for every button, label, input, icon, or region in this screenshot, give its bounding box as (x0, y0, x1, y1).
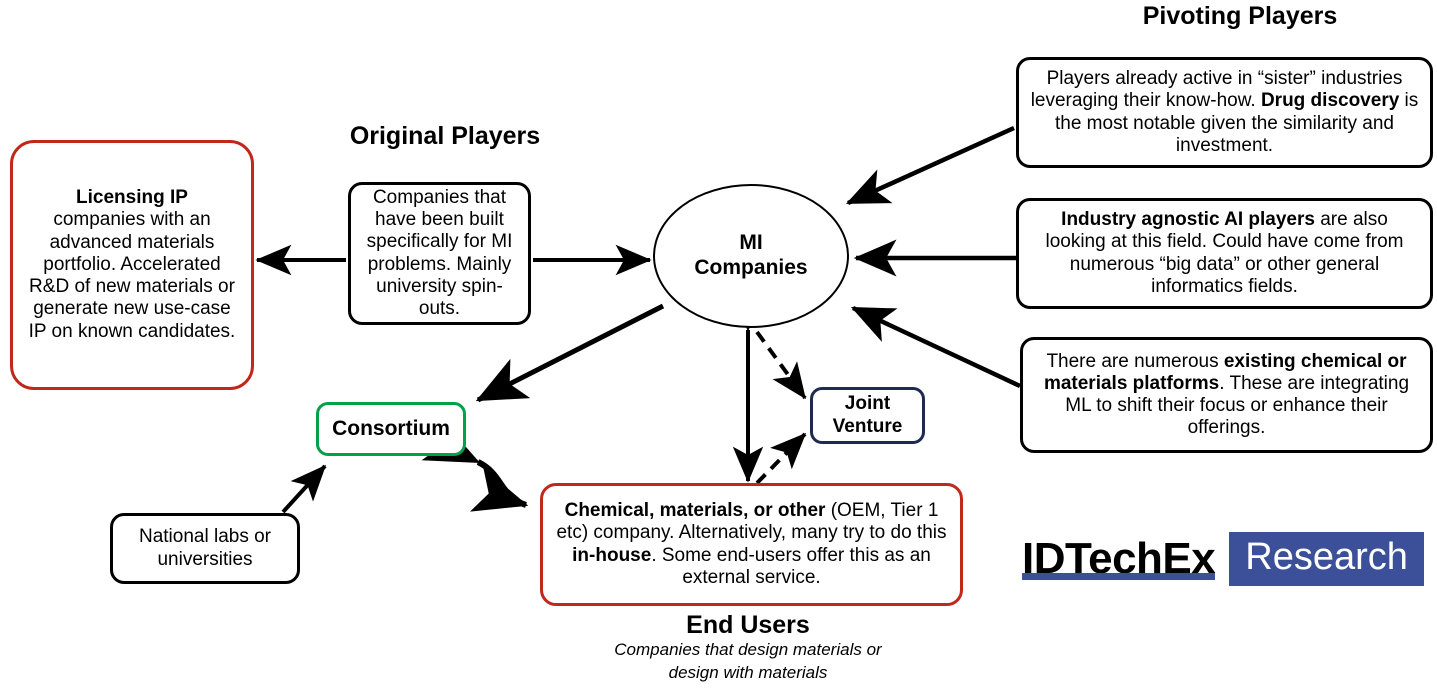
mi-companies-line1: MI (739, 231, 763, 255)
pivot2-text-b: are also looking at this field. Could ha… (1045, 209, 1404, 297)
subtitle-end-users: Companies that design materials or desig… (568, 639, 928, 685)
licensing-ip-title: Licensing IP (76, 187, 188, 209)
arrow-nationallabs-to-consortium (281, 464, 327, 514)
node-joint-venture[interactable]: Joint Venture (810, 387, 925, 444)
heading-end-users: End Users (686, 611, 810, 639)
arrow-mi-to-joint-venture-dashed (755, 330, 807, 400)
original-players-body: Companies that have been built specifica… (366, 186, 513, 319)
logo-underline-bar (1022, 573, 1216, 580)
research-badge-text: Research (1245, 535, 1408, 578)
pivot3-text-c: . These are integrating ML to shift thei… (1065, 372, 1410, 439)
national-labs-line2: universities (157, 548, 253, 570)
node-licensing-ip[interactable]: Licensing IP companies with an advanced … (10, 140, 254, 390)
node-pivot-ai-players[interactable]: Industry agnostic AI players are also lo… (1016, 198, 1433, 309)
endusers-text-d: . Some end-users offer this as an extern… (651, 544, 931, 588)
pivot1-text-c: is the most notable given the similarity… (1054, 90, 1419, 156)
national-labs-line1: National labs or (138, 526, 272, 548)
idtechex-research-logo: IDTechEx Research (1022, 532, 1424, 586)
consortium-label: Consortium (332, 417, 450, 440)
endusers-text-c: in-house (572, 544, 652, 566)
arrow-pivot3-to-mi (850, 305, 1021, 389)
node-consortium[interactable]: Consortium (316, 402, 466, 456)
idtechex-wordmark: IDTechEx (1022, 532, 1229, 586)
pivot2-text-a: Industry agnostic AI players (1061, 209, 1315, 231)
arrow-consortium-endusers-curved (421, 419, 529, 512)
pivot3-text-b: existing chemical or materials platforms (1043, 350, 1407, 394)
heading-original-players: Original Players (349, 122, 541, 150)
licensing-ip-body: companies with an advanced materials por… (28, 209, 236, 342)
mi-companies-line2: Companies (694, 256, 808, 279)
endusers-text-b: (OEM, Tier 1 etc) company. Alternatively… (556, 500, 947, 544)
node-pivot-existing-platforms[interactable]: There are numerous existing chemical or … (1020, 337, 1433, 453)
joint-venture-line1: Joint (844, 393, 891, 415)
node-mi-companies[interactable]: MI Companies (653, 184, 849, 328)
pivot1-text-b: Drug discovery (1260, 90, 1400, 112)
endusers-text-a: Chemical, materials, or other (564, 500, 826, 522)
subtitle-end-users-line1: Companies that design materials or (614, 640, 882, 659)
joint-venture-line2: Venture (832, 415, 903, 437)
node-end-users[interactable]: Chemical, materials, or other (OEM, Tier… (540, 483, 963, 606)
pivot1-text-a: Players already active in “sister” indus… (1030, 68, 1403, 112)
pivot3-text-a: There are numerous (1046, 350, 1224, 372)
node-original-players[interactable]: Companies that have been built specifica… (348, 182, 531, 325)
subtitle-end-users-line2: design with materials (668, 662, 828, 682)
arrow-pivot1-to-mi (845, 125, 1015, 206)
heading-pivoting-players: Pivoting Players (1142, 2, 1338, 30)
node-national-labs[interactable]: National labs or universities (110, 513, 300, 584)
arrow-endusers-to-joint-venture-dashed (755, 432, 807, 485)
research-badge: Research (1229, 532, 1424, 586)
node-pivot-drug-discovery[interactable]: Players already active in “sister” indus… (1016, 57, 1433, 168)
